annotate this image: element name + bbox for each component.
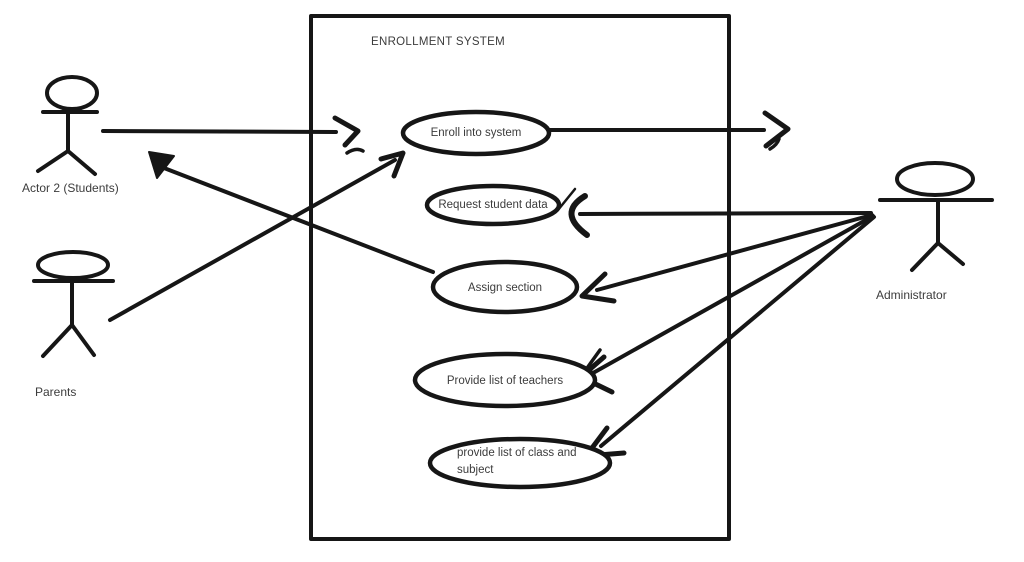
- arrow-students-to-enroll: [101, 115, 365, 155]
- usecase-request-data-ellipse: [424, 183, 562, 227]
- students-actor-label: Actor 2 (Students): [22, 181, 119, 195]
- arrowhead-icon: [568, 193, 590, 238]
- administrator-actor-icon: [878, 161, 994, 272]
- arrow-parents-to-enroll: [108, 150, 406, 322]
- usecase-class-subject-label: provide list of class and subject: [457, 445, 607, 478]
- usecase-assign-section-ellipse: [430, 259, 580, 315]
- parents-actor-icon: [32, 250, 115, 358]
- usecase-enroll-ellipse: [400, 109, 552, 157]
- usecase-assign-section-label: Assign section: [467, 282, 543, 294]
- usecase-class-subject-line1: provide list of class and: [457, 447, 577, 459]
- system-boundary-box: [309, 14, 731, 541]
- arrowhead-icon: [332, 115, 361, 148]
- usecase-class-subject-ellipse: [427, 436, 613, 490]
- usecase-request-data-label: Request student data: [438, 199, 548, 211]
- usecase-enroll-label: Enroll into system: [430, 127, 522, 139]
- arrowhead-icon: [762, 110, 791, 149]
- arrow-enroll-to-administrator: [547, 110, 791, 151]
- arrow-assign-section-to-students: [148, 151, 435, 274]
- parents-actor-label: Parents: [35, 385, 77, 399]
- system-title: ENROLLMENT SYSTEM: [371, 36, 505, 48]
- usecase-teachers-label: Provide list of teachers: [446, 375, 564, 387]
- arrowhead-icon: [148, 151, 175, 179]
- arrowhead-icon: [378, 150, 406, 179]
- usecase-teachers-ellipse: [412, 351, 598, 409]
- arrowhead-icon: [579, 271, 617, 304]
- usecase-class-subject-line2: subject: [457, 463, 494, 476]
- students-actor-icon: [36, 75, 99, 176]
- arrow-administrator-to-assign-section: [579, 213, 874, 304]
- administrator-actor-label: Administrator: [876, 288, 947, 302]
